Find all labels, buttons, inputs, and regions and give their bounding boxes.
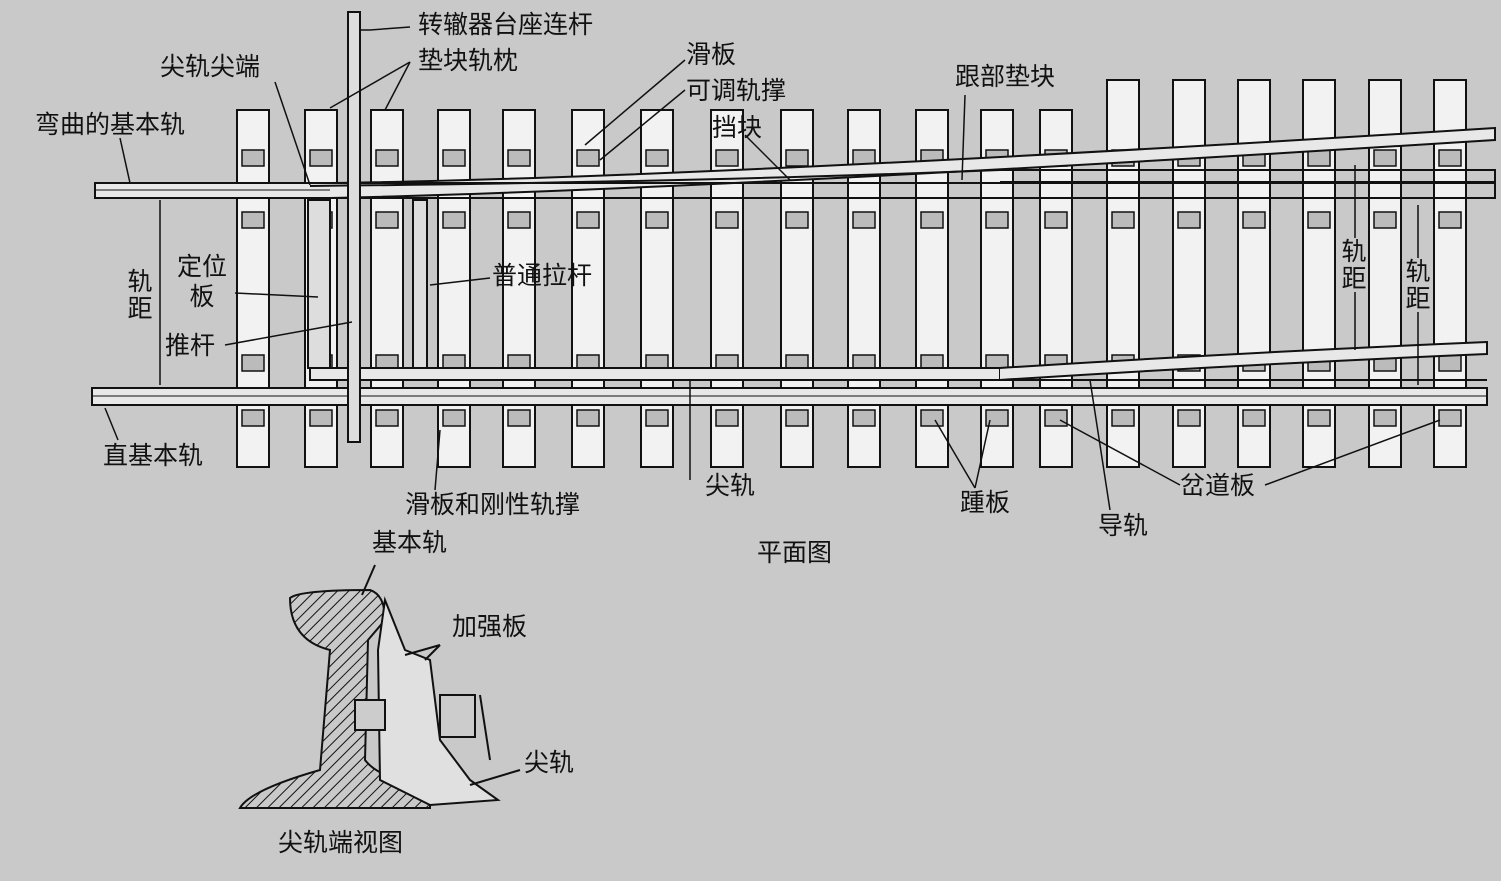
tie-plate <box>1111 211 1135 229</box>
tie-plate <box>1242 211 1266 229</box>
rails <box>91 126 1496 406</box>
label-switch-rail: 尖轨 <box>705 471 756 500</box>
label-switch-rod: 转辙器台座连杆 <box>418 10 594 39</box>
tie-plate <box>576 409 600 427</box>
tie-plate <box>920 211 944 229</box>
tie-plate <box>507 149 531 167</box>
straight-rail-upper <box>330 182 1496 199</box>
label-guide-rail: 导轨 <box>1098 511 1149 540</box>
tie-plate <box>1307 149 1331 167</box>
label-gauge-right-1: 轨距 <box>1338 238 1367 292</box>
label-curved-stock-rail: 弯曲的基本轨 <box>35 110 186 139</box>
label-heel-block: 跟部垫块 <box>955 62 1056 91</box>
switch-rail-lower <box>309 367 1001 381</box>
sleeper <box>1237 79 1271 468</box>
sleeper <box>640 109 674 468</box>
tie-plate <box>715 409 739 427</box>
locating-plate <box>307 199 331 369</box>
tie-plate <box>1373 409 1397 427</box>
tie-plate <box>1044 211 1068 229</box>
sleeper <box>571 109 605 468</box>
tie-plate <box>576 149 600 167</box>
sleeper <box>1106 79 1140 468</box>
tie-plate <box>442 211 466 229</box>
label-turnout-plate: 岔道板 <box>1180 471 1256 500</box>
tie-rod <box>412 199 428 369</box>
label-heel-plate: 踵板 <box>960 488 1011 517</box>
tie-plate <box>1438 211 1462 229</box>
tie-plate <box>1307 211 1331 229</box>
tie-plate <box>1307 409 1331 427</box>
switch-rail-upper <box>309 169 1496 187</box>
end-view-section <box>238 564 521 809</box>
label-slide-plate-rigid-brace: 滑板和刚性轨撑 <box>405 490 581 519</box>
tie-plate <box>241 409 265 427</box>
tie-plate <box>852 211 876 229</box>
tie-plate <box>1111 409 1135 427</box>
tie-plate <box>576 211 600 229</box>
tie-plate <box>1438 354 1462 372</box>
sleeper <box>502 109 536 468</box>
tie-plate <box>645 211 669 229</box>
tie-plate <box>1242 409 1266 427</box>
tie-plate <box>507 409 531 427</box>
label-plan-view: 平面图 <box>757 538 833 567</box>
leader-lines <box>104 26 1441 511</box>
label-section-switch-rail: 尖轨 <box>524 748 575 777</box>
tie-plate <box>1044 409 1068 427</box>
tie-plate <box>1373 149 1397 167</box>
label-end-view: 尖轨端视图 <box>278 828 404 857</box>
sleeper <box>370 109 404 468</box>
label-reinforcing-plate: 加强板 <box>452 612 528 641</box>
tie-plate <box>715 211 739 229</box>
tie-plate <box>1177 409 1201 427</box>
sleeper <box>1172 79 1206 468</box>
tie-plate <box>375 149 399 167</box>
tie-plate <box>1177 211 1201 229</box>
sleeper <box>437 109 471 468</box>
tie-plate <box>985 211 1009 229</box>
label-point-tip: 尖轨尖端 <box>160 52 261 81</box>
tie-plate <box>645 409 669 427</box>
tie-plate <box>241 211 265 229</box>
tie-plate <box>241 149 265 167</box>
tie-plate <box>715 149 739 167</box>
label-gauge-left: 轨距 <box>124 268 153 322</box>
tie-plate <box>785 409 809 427</box>
tie-plate <box>985 409 1009 427</box>
label-straight-stock-rail: 直基本轨 <box>103 441 204 470</box>
switch-stand-rod <box>347 11 361 443</box>
tie-plate <box>507 211 531 229</box>
label-section-stock-rail: 基本轨 <box>372 528 448 557</box>
tie-plate <box>852 409 876 427</box>
tie-plate <box>1438 149 1462 167</box>
tie-plate <box>785 211 809 229</box>
tie-plate <box>920 409 944 427</box>
label-adjustable-brace: 可调轨撑 <box>686 76 787 105</box>
tie-plate <box>645 149 669 167</box>
label-gauge-right-2: 轨距 <box>1402 258 1431 312</box>
tie-plate <box>442 409 466 427</box>
tie-plate <box>785 149 809 167</box>
tie-plate <box>309 149 333 167</box>
label-locating-plate: 定位板 <box>176 252 227 311</box>
tie-plate <box>309 409 333 427</box>
diverging-rail-lower <box>999 340 1488 381</box>
label-ordinary-tie-rod: 普通拉杆 <box>492 261 593 290</box>
tie-plate <box>1438 409 1462 427</box>
tie-plate <box>241 354 265 372</box>
tie-plate <box>442 149 466 167</box>
label-slide-plate: 滑板 <box>686 40 737 69</box>
tie-plate <box>375 211 399 229</box>
label-stop-block: 挡块 <box>712 113 763 142</box>
tie-plate <box>1373 211 1397 229</box>
sleeper <box>236 109 270 468</box>
label-push-rod: 推杆 <box>165 331 216 360</box>
label-block-sleeper: 垫块轨枕 <box>418 46 519 75</box>
curved-stock-rail <box>94 126 1496 199</box>
tie-plate <box>375 409 399 427</box>
